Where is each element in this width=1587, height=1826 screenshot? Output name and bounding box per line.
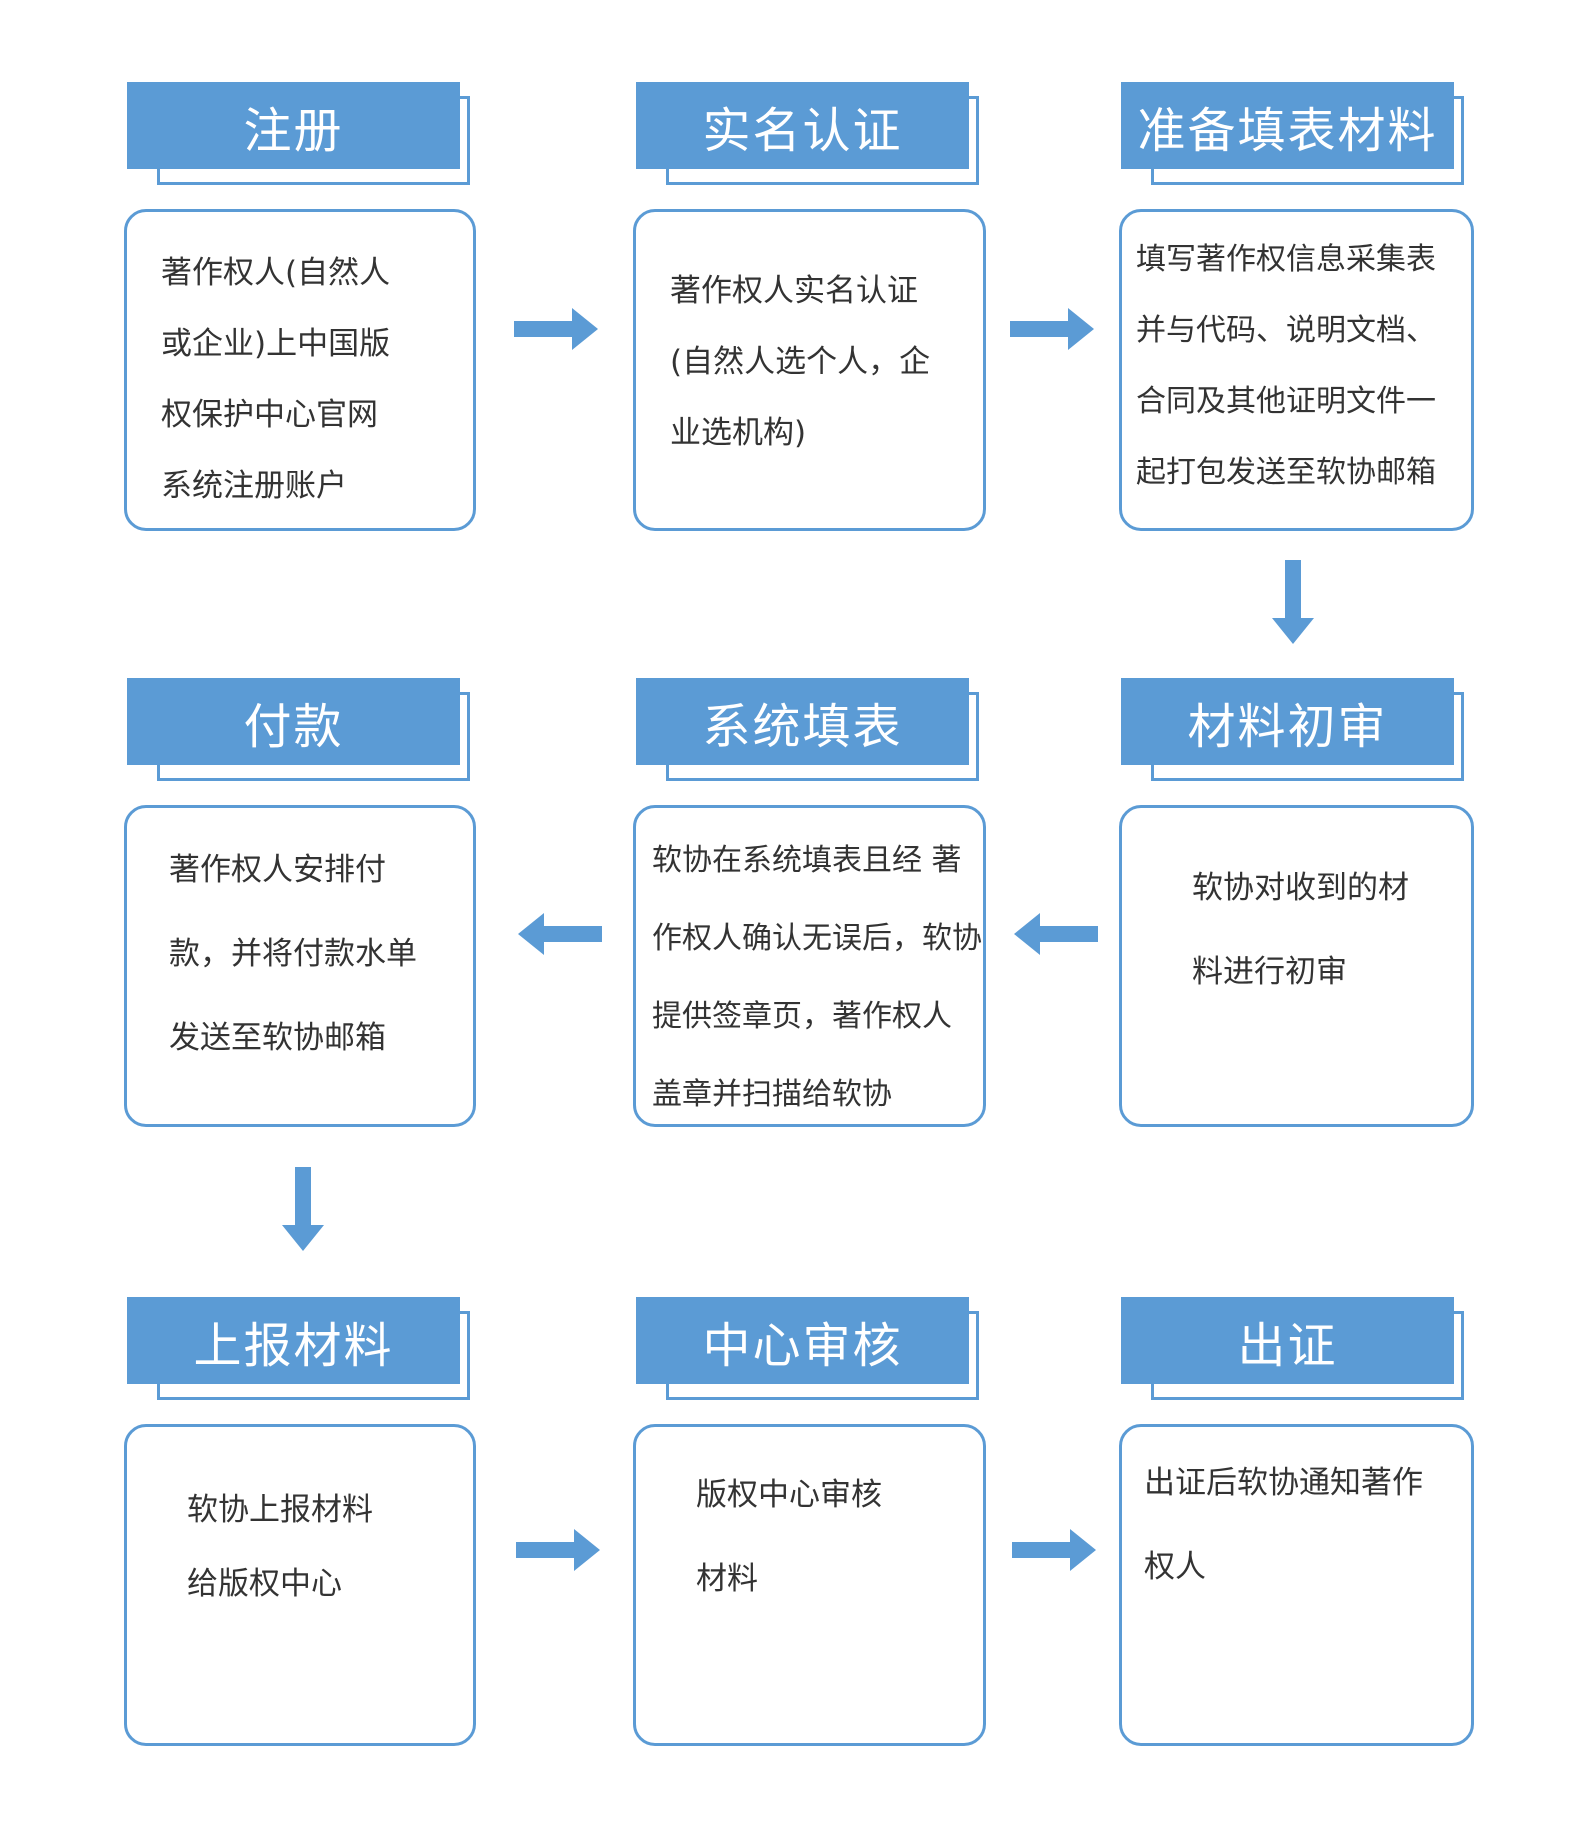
step-line: 填写著作权信息采集表 [1136, 242, 1436, 277]
step-line: 软协对收到的材 [1192, 870, 1409, 906]
step-title-payment: 付款 [127, 678, 460, 765]
arrow-right-icon [1012, 1529, 1096, 1571]
arrow-left-icon [1014, 913, 1098, 955]
step-line: 业选机构) [670, 415, 807, 451]
step-line: 起打包发送至软协邮箱 [1136, 455, 1436, 490]
step-line: (自然人选个人，企 [670, 344, 931, 380]
arrow-down-icon [1272, 560, 1314, 644]
step-header-register: 注册 [127, 82, 470, 185]
step-header-submit: 上报材料 [127, 1297, 470, 1400]
step-header-center-review: 中心审核 [636, 1297, 979, 1400]
step-line: 出证后软协通知著作 [1144, 1465, 1423, 1501]
step-line: 权保护中心官网 [161, 397, 378, 433]
step-title-register: 注册 [127, 82, 460, 169]
step-line: 给版权中心 [187, 1566, 342, 1602]
step-line: 作权人确认无误后，软协 [652, 921, 982, 956]
step-line: 著作权人实名认证 [670, 273, 918, 309]
step-card-system-fill: 软协在系统填表且经 著 作权人确认无误后，软协 提供签章页，著作权人 盖章并扫描… [633, 805, 986, 1127]
step-title-center-review: 中心审核 [636, 1297, 969, 1384]
arrow-down-icon [282, 1167, 324, 1251]
step-header-payment: 付款 [127, 678, 470, 781]
step-card-prepare: 填写著作权信息采集表 并与代码、说明文档、 合同及其他证明文件一 起打包发送至软… [1119, 209, 1474, 531]
step-title-initial-review: 材料初审 [1121, 678, 1454, 765]
step-line: 盖章并扫描给软协 [652, 1077, 892, 1112]
step-line: 著作权人安排付 [169, 852, 386, 888]
step-title-certificate: 出证 [1121, 1297, 1454, 1384]
step-line: 款，并将付款水单 [169, 936, 417, 972]
step-card-verify: 著作权人实名认证 (自然人选个人，企 业选机构) [633, 209, 986, 531]
step-card-submit: 软协上报材料 给版权中心 [124, 1424, 476, 1746]
step-card-certificate: 出证后软协通知著作 权人 [1119, 1424, 1474, 1746]
arrow-left-icon [518, 913, 602, 955]
step-card-center-review: 版权中心审核 材料 [633, 1424, 986, 1746]
step-line: 版权中心审核 [696, 1477, 882, 1513]
step-line: 软协上报材料 [187, 1492, 373, 1528]
step-line: 权人 [1144, 1549, 1206, 1585]
step-card-register: 著作权人(自然人 或企业)上中国版 权保护中心官网 系统注册账户 [124, 209, 476, 531]
step-card-payment: 著作权人安排付 款，并将付款水单 发送至软协邮箱 [124, 805, 476, 1127]
arrow-right-icon [516, 1529, 600, 1571]
step-line: 合同及其他证明文件一 [1136, 384, 1436, 419]
step-line: 并与代码、说明文档、 [1136, 313, 1436, 348]
step-title-system-fill: 系统填表 [636, 678, 969, 765]
step-line: 软协在系统填表且经 著 [652, 843, 962, 878]
step-header-certificate: 出证 [1121, 1297, 1464, 1400]
step-title-prepare: 准备填表材料 [1121, 82, 1454, 169]
step-header-initial-review: 材料初审 [1121, 678, 1464, 781]
step-header-verify: 实名认证 [636, 82, 979, 185]
step-line: 提供签章页，著作权人 [652, 999, 952, 1034]
step-card-initial-review: 软协对收到的材 料进行初审 [1119, 805, 1474, 1127]
step-line: 发送至软协邮箱 [169, 1020, 386, 1056]
step-header-prepare: 准备填表材料 [1121, 82, 1464, 185]
step-title-verify: 实名认证 [636, 82, 969, 169]
step-title-submit: 上报材料 [127, 1297, 460, 1384]
step-line: 系统注册账户 [161, 468, 347, 504]
arrow-right-icon [1010, 308, 1094, 350]
step-line: 或企业)上中国版 [161, 326, 391, 362]
step-line: 材料 [696, 1561, 758, 1597]
step-line: 著作权人(自然人 [161, 255, 391, 291]
step-line: 料进行初审 [1192, 954, 1347, 990]
arrow-right-icon [514, 308, 598, 350]
step-header-system-fill: 系统填表 [636, 678, 979, 781]
